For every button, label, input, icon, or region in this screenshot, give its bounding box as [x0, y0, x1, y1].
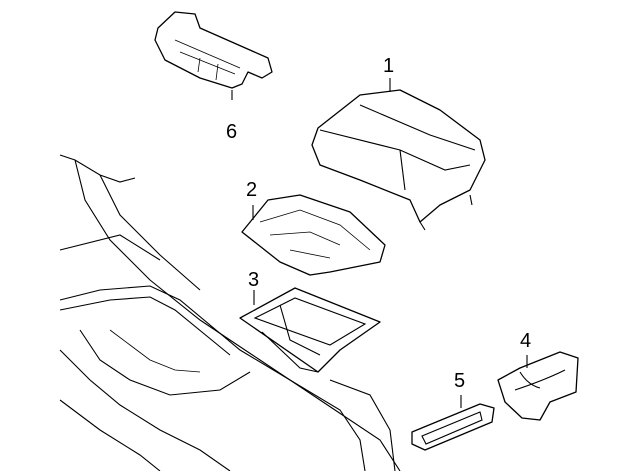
callout-6: 6	[226, 121, 237, 143]
callout-4: 4	[520, 330, 531, 352]
part-6-bracket	[154, 11, 273, 100]
part-3-storage-bin	[239, 287, 381, 373]
part-5-insert	[411, 395, 495, 451]
part-2-tray	[241, 194, 386, 276]
callout-1: 1	[383, 55, 394, 77]
callout-2: 2	[246, 179, 257, 201]
part-4-cup-holder	[497, 351, 579, 421]
callout-5: 5	[454, 370, 465, 392]
console-body	[59, 154, 401, 471]
callout-3: 3	[248, 269, 259, 291]
part-1-armrest-lid	[311, 78, 486, 231]
